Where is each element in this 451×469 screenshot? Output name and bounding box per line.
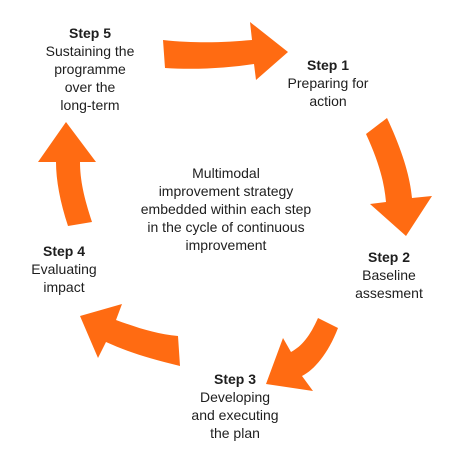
- step-4-title: Step 4: [42, 243, 85, 259]
- arrow-step2-to-step3: [266, 318, 338, 391]
- step-1-title: Step 1: [306, 57, 349, 73]
- step-1-description: Preparing for action: [287, 75, 369, 109]
- arrow-step1-to-step2: [366, 118, 432, 236]
- center-strategy-text: Multimodal improvement strategy embedded…: [140, 165, 312, 253]
- step-5-description: Sustaining the programme over the long-t…: [45, 43, 135, 113]
- step-2-description: Baseline assesment: [355, 267, 423, 301]
- step-5: Step 5 Sustaining the programme over the…: [28, 24, 152, 114]
- step-4: Step 4 Evaluating impact: [14, 242, 114, 296]
- arrow-step3-to-step4: [80, 304, 180, 366]
- arrow-step4-to-step5: [38, 122, 96, 226]
- step-3-description: Developing and executing the plan: [191, 389, 279, 441]
- step-2: Step 2 Baseline assesment: [334, 248, 444, 302]
- step-3-title: Step 3: [213, 371, 256, 387]
- step-2-title: Step 2: [367, 249, 410, 265]
- step-4-description: Evaluating impact: [31, 261, 97, 295]
- step-3: Step 3 Developing and executing the plan: [170, 370, 300, 442]
- arrow-step5-to-step1: [163, 22, 288, 80]
- step-5-title: Step 5: [68, 25, 111, 41]
- step-1: Step 1 Preparing for action: [268, 56, 388, 110]
